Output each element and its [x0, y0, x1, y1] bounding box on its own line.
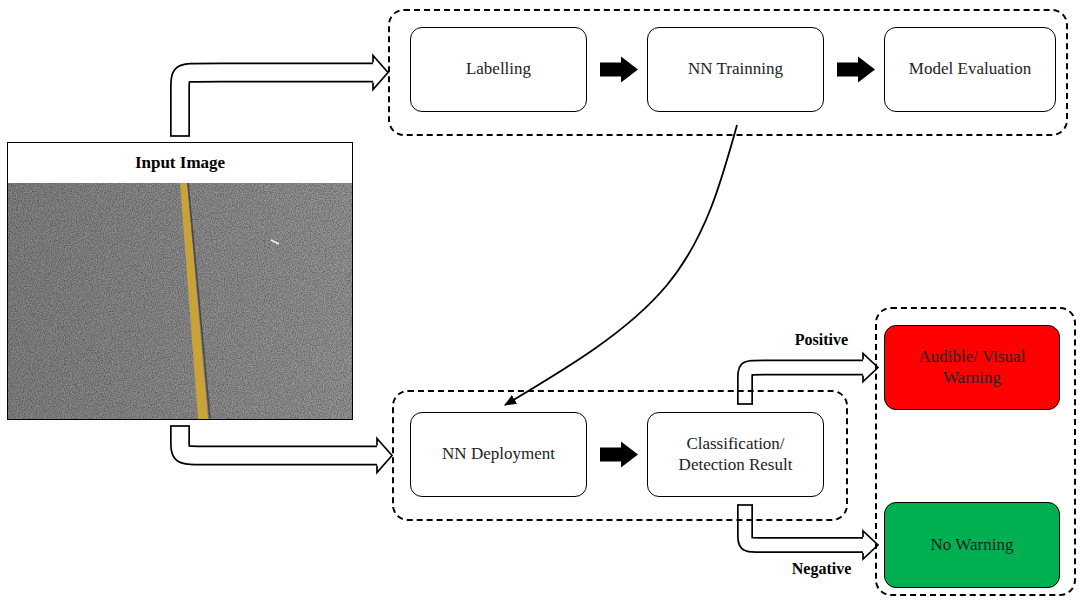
block-arrow	[837, 57, 875, 83]
arrow-outline	[180, 426, 377, 456]
connector	[505, 125, 737, 405]
input-image-box: Input Image	[7, 142, 353, 420]
road-photo	[8, 183, 352, 419]
edge-label: Positive	[792, 330, 851, 349]
block-arrow	[600, 57, 638, 83]
curved-arrow	[505, 125, 737, 405]
node-text: Labelling	[466, 59, 531, 79]
arrow-tail	[737, 403, 753, 405]
process-box: NN Trainning	[647, 27, 824, 112]
arrow-head	[373, 56, 388, 90]
node-text: Model Evaluation	[909, 59, 1031, 79]
connector	[737, 354, 878, 405]
arrow-tail	[170, 425, 190, 427]
connector	[600, 442, 638, 468]
edge-label: Negative	[789, 559, 855, 578]
process-box: NN Deployment	[410, 412, 587, 497]
asphalt	[8, 183, 352, 419]
arrow-tail	[737, 504, 753, 506]
white-mark	[271, 240, 279, 244]
process-box: Labelling	[410, 27, 587, 112]
process-box: Classification/ Detection Result	[647, 412, 824, 497]
arrow-tail	[170, 135, 190, 137]
node-text: NN Deployment	[442, 444, 555, 464]
arrow-fill	[745, 368, 863, 405]
no-warning-box: No Warning	[884, 502, 1060, 588]
arrow-head	[377, 439, 392, 473]
arrow-head-fill	[373, 56, 388, 90]
node-text: Classification/ Detection Result	[658, 434, 813, 475]
arrow-outline	[180, 73, 373, 137]
connector	[600, 57, 638, 83]
arrow-outline	[745, 505, 863, 545]
connector	[170, 56, 388, 137]
dashed-group: Audible/ Visual Warning No Warning	[875, 307, 1076, 596]
pavement-crack	[188, 183, 210, 419]
node-text: NN Trainning	[688, 59, 783, 79]
node-text: Input Image	[8, 143, 352, 173]
node-text: Audible/ Visual Warning	[895, 347, 1049, 388]
block-arrow	[600, 442, 638, 468]
arrow-fill	[180, 426, 377, 456]
yellow-line	[180, 183, 208, 419]
node-text: No Warning	[931, 535, 1014, 555]
arrow-fill	[745, 505, 863, 545]
connector	[170, 426, 392, 473]
dashed-group: Labelling NN Trainning Model Evaluation	[388, 9, 1068, 136]
connector	[737, 505, 878, 559]
arrow-head-fill	[377, 439, 392, 473]
dashed-group: NN Deployment Classification/ Detection R…	[392, 390, 848, 521]
arrow-fill	[180, 73, 373, 137]
connector	[837, 57, 875, 83]
process-box: Model Evaluation	[884, 27, 1056, 112]
asphalt-texture	[8, 183, 352, 419]
arrow-outline	[745, 368, 863, 405]
warning-box: Audible/ Visual Warning	[884, 325, 1060, 410]
